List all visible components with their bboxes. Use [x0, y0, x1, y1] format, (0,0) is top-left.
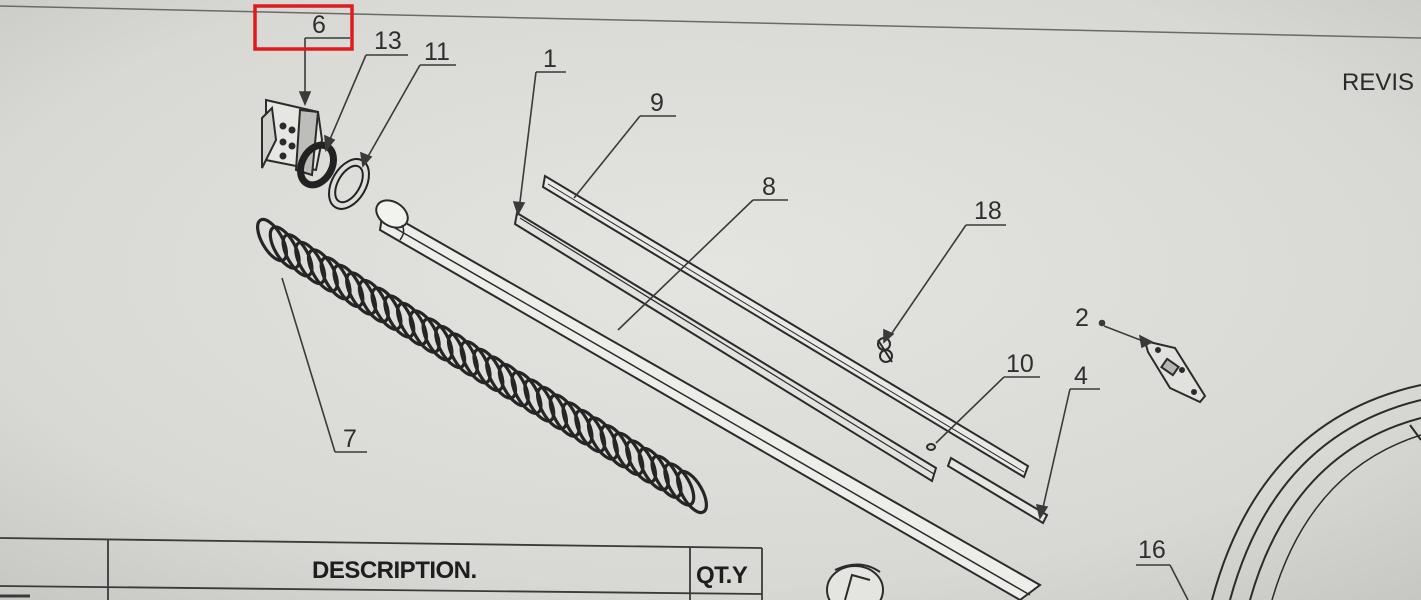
spring-coil — [256, 217, 288, 263]
sheet-border-top — [0, 5, 1421, 39]
part-8-tube — [375, 199, 1042, 600]
part-9-strip — [541, 174, 1030, 479]
part-2-plate — [1143, 339, 1207, 404]
spring-coil — [434, 324, 467, 370]
spring-coil — [637, 446, 670, 492]
spring-coil — [459, 340, 492, 385]
part-10-pin — [926, 443, 936, 451]
spring-coil — [319, 256, 352, 301]
callout-2: 2 — [1075, 304, 1089, 332]
callout-4: 4 — [1074, 362, 1088, 390]
part-4-short-strip — [946, 456, 1049, 525]
callout-18: 18 — [974, 197, 1002, 225]
spring-coil — [421, 317, 454, 362]
spring-coil — [485, 355, 518, 400]
spring-coil — [599, 424, 632, 469]
spring-coil — [676, 469, 708, 515]
callout-11: 11 — [424, 38, 450, 66]
spring-coil — [561, 401, 594, 446]
spring-coil — [523, 378, 556, 423]
spring-coil — [268, 225, 301, 270]
table-header-quantity: QT.Y — [696, 562, 748, 589]
spring-coil — [383, 294, 416, 339]
spring-coil — [548, 393, 581, 438]
part-16-wheel — [1211, 384, 1421, 600]
spring-coil — [612, 431, 645, 476]
callout-6: 6 — [312, 11, 326, 39]
spring-coil — [357, 278, 390, 324]
spring-coil — [306, 248, 339, 293]
spring-coil — [446, 332, 479, 377]
callout-9: 9 — [650, 89, 664, 117]
callout-13: 13 — [374, 27, 402, 55]
spring-coil — [625, 439, 658, 484]
callout-10: 10 — [1006, 350, 1034, 378]
callout-7: 7 — [343, 425, 357, 453]
spring-coil — [281, 233, 314, 278]
callout-labels: 6 13 11 1 9 8 18 2 10 4 7 16 — [312, 11, 1166, 564]
spring-coil — [650, 454, 683, 499]
parts-table — [0, 537, 763, 600]
spring-coil — [586, 416, 619, 461]
callout-16: 16 — [1138, 536, 1166, 564]
part-1-flat-bar — [513, 211, 938, 483]
spring-coil — [510, 370, 543, 415]
spring-coil — [497, 362, 530, 408]
part-7-spring — [256, 217, 708, 515]
callout-1: 1 — [543, 45, 557, 73]
spring-coil — [536, 385, 568, 431]
spring-coil — [574, 408, 607, 454]
callout-leaders — [281, 37, 1189, 600]
spring-coil — [345, 271, 378, 316]
spring-coil — [472, 347, 505, 392]
spring-coil — [332, 263, 365, 308]
spring-coil — [663, 462, 696, 507]
callout-8: 8 — [762, 173, 776, 201]
revision-label: REVIS — [1342, 69, 1414, 96]
spring-coil — [396, 301, 428, 347]
highlight-box-callout-6 — [253, 4, 354, 51]
table-header-description: DESCRIPTION. — [312, 557, 477, 584]
part-18-clip — [877, 337, 893, 363]
end-cap-part — [826, 563, 884, 600]
spring-coil — [370, 286, 403, 331]
spring-coil — [408, 309, 441, 354]
spring-coil — [294, 240, 327, 286]
